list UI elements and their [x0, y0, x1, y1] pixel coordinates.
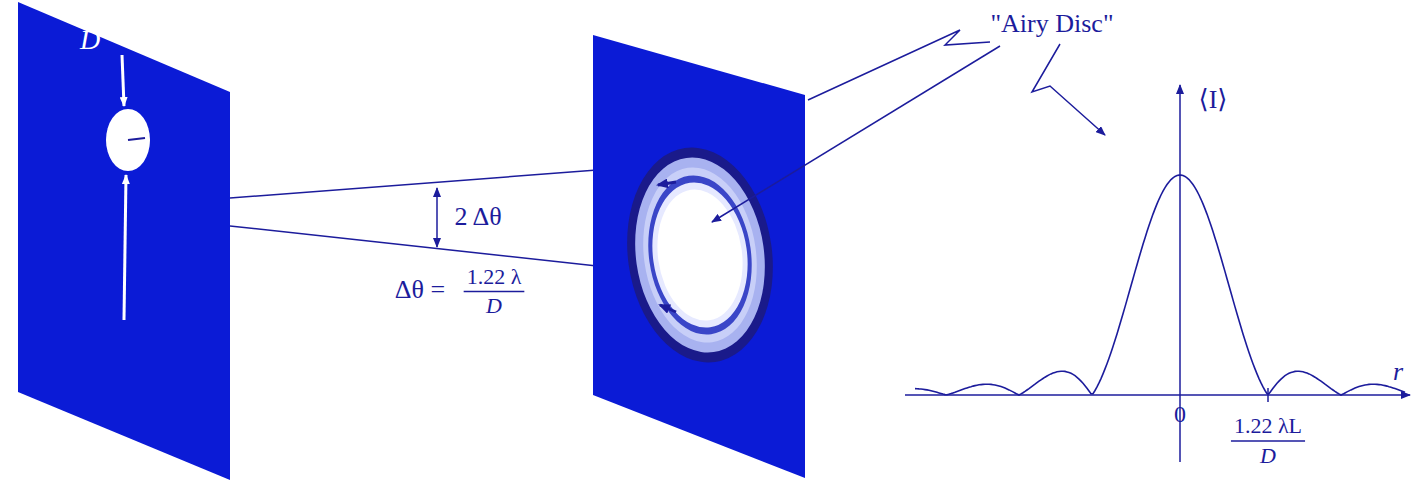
fraction-numerator: 1.22 λ: [467, 266, 522, 288]
fraction-bar: [464, 291, 525, 292]
formula-label: Δθ =: [395, 277, 445, 303]
aperture-hole: [106, 109, 150, 171]
ring-arrow: [658, 182, 676, 185]
angle-arrow: [436, 206, 438, 228]
intensity-curve: [915, 175, 1405, 395]
origin-label: 0: [1174, 402, 1186, 426]
fraction-numerator: 1.22 λL: [1234, 415, 1302, 437]
leader-line: [1032, 44, 1105, 135]
airy-disc-label: "Airy Disc": [990, 11, 1113, 37]
dimension-arrow: [124, 175, 126, 320]
radius-mark: [128, 138, 145, 140]
angle-label: 2 Δθ: [454, 204, 501, 230]
fraction-denominator: D: [486, 295, 502, 317]
leader-line: [808, 30, 990, 100]
dimension-arrow: [122, 55, 124, 106]
r-axis-label: r: [1393, 359, 1403, 385]
cone-line: [230, 226, 597, 266]
tick: [1267, 388, 1269, 402]
observation-screen: [593, 35, 805, 478]
fraction-bar: [1231, 440, 1305, 441]
aperture-screen: [18, 2, 230, 480]
leader-line: [712, 46, 1000, 222]
angle-arrow: [436, 228, 438, 247]
angle-arrow: [436, 188, 438, 206]
airy-rings: [614, 138, 787, 372]
r-axis: [905, 394, 1410, 396]
intensity-label: ⟨I⟩: [1199, 87, 1228, 113]
ring-arrow: [660, 305, 676, 312]
fraction-denominator: D: [1260, 445, 1276, 467]
cone-line: [230, 170, 597, 198]
aperture-diameter-label: D: [80, 26, 100, 54]
